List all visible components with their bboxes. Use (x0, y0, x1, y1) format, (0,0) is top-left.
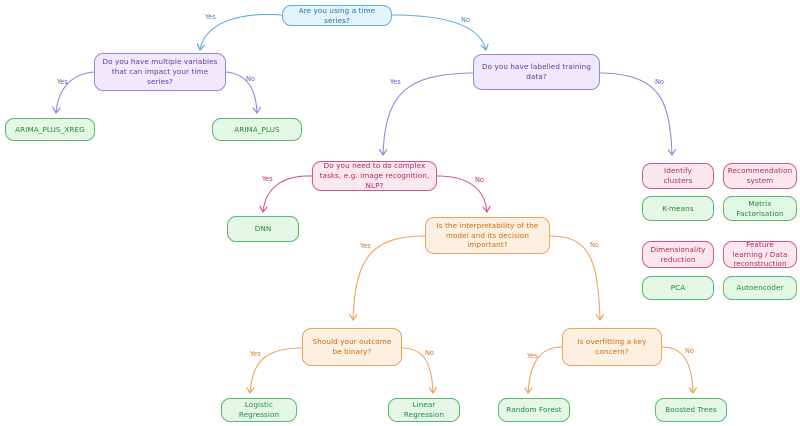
question-node-overfitting: Is overfitting a key concern? (562, 328, 662, 366)
edge-label-no: No (655, 78, 664, 86)
question-node-labelled-data: Do you have labelled training data? (473, 54, 600, 90)
edge-overfit-no (661, 346, 693, 393)
edge-multivar-no (225, 71, 257, 113)
edge-label-no: No (246, 75, 255, 83)
question-node-interpretability: Is the interpretability of the model and… (425, 217, 550, 254)
question-node-time-series: Are you using a time series? (282, 5, 392, 26)
leaf-node-arima-plus: ARIMA_PLUS (212, 118, 302, 141)
question-node-binary-outcome: Should your outcome be binary? (302, 328, 402, 366)
edge-label-yes: Yes (390, 78, 401, 86)
edge-label-yes: Yes (205, 13, 216, 21)
edge-interp-yes (353, 235, 426, 320)
edge-binary-yes (250, 347, 303, 393)
edge-label-yes: Yes (360, 242, 371, 250)
edge-interp-no (549, 235, 600, 320)
edge-label-no: No (685, 347, 694, 355)
leaf-node-dnn: DNN (227, 216, 299, 242)
leaf-node-autoencoder: Autoencoder (723, 276, 797, 300)
edge-label-no: No (475, 176, 484, 184)
edge-label-no: No (590, 241, 599, 249)
leaf-node-linear-regression: Linear Regression (388, 398, 460, 422)
leaf-node-matrix-factorisation: Matrix Factorisation (723, 196, 797, 221)
edge-complex-yes (263, 175, 313, 212)
category-node-dimensionality-reduction: Dimensionality reduction (642, 241, 714, 268)
edge-labelled-yes (383, 72, 474, 155)
category-node-feature-learning: Feature learning / Data reconstruction (723, 240, 797, 268)
leaf-node-logistic-regression: Logistic Regression (221, 398, 297, 422)
edge-label-no: No (461, 16, 470, 24)
edge-binary-no (401, 347, 433, 393)
edge-root-no (391, 14, 486, 50)
leaf-node-pca: PCA (642, 276, 714, 300)
edge-labelled-no (599, 72, 672, 155)
question-node-complex-tasks: Do you need to do complex tasks, e.g. im… (312, 161, 437, 191)
leaf-node-boosted-trees: Boosted Trees (655, 398, 727, 422)
edge-multivar-yes (56, 71, 95, 113)
edge-root-yes (200, 13, 283, 50)
category-node-recommendation-system: Recommendation system (723, 163, 797, 189)
edge-overfit-yes (528, 346, 563, 393)
leaf-node-random-forest: Random Forest (498, 398, 570, 422)
edge-label-yes: Yes (527, 352, 538, 360)
leaf-node-arima-plus-xreg: ARIMA_PLUS_XREG (5, 118, 95, 141)
category-node-identify-clusters: Identify clusters (642, 163, 714, 189)
edge-label-no: No (425, 349, 434, 357)
edge-complex-no (436, 175, 487, 212)
question-node-multiple-variables: Do you have multiple variables that can … (94, 53, 226, 91)
edge-label-yes: Yes (262, 175, 273, 183)
leaf-node-k-means: K-means (642, 196, 714, 221)
edge-label-yes: Yes (57, 78, 68, 86)
edge-label-yes: Yes (250, 350, 261, 358)
